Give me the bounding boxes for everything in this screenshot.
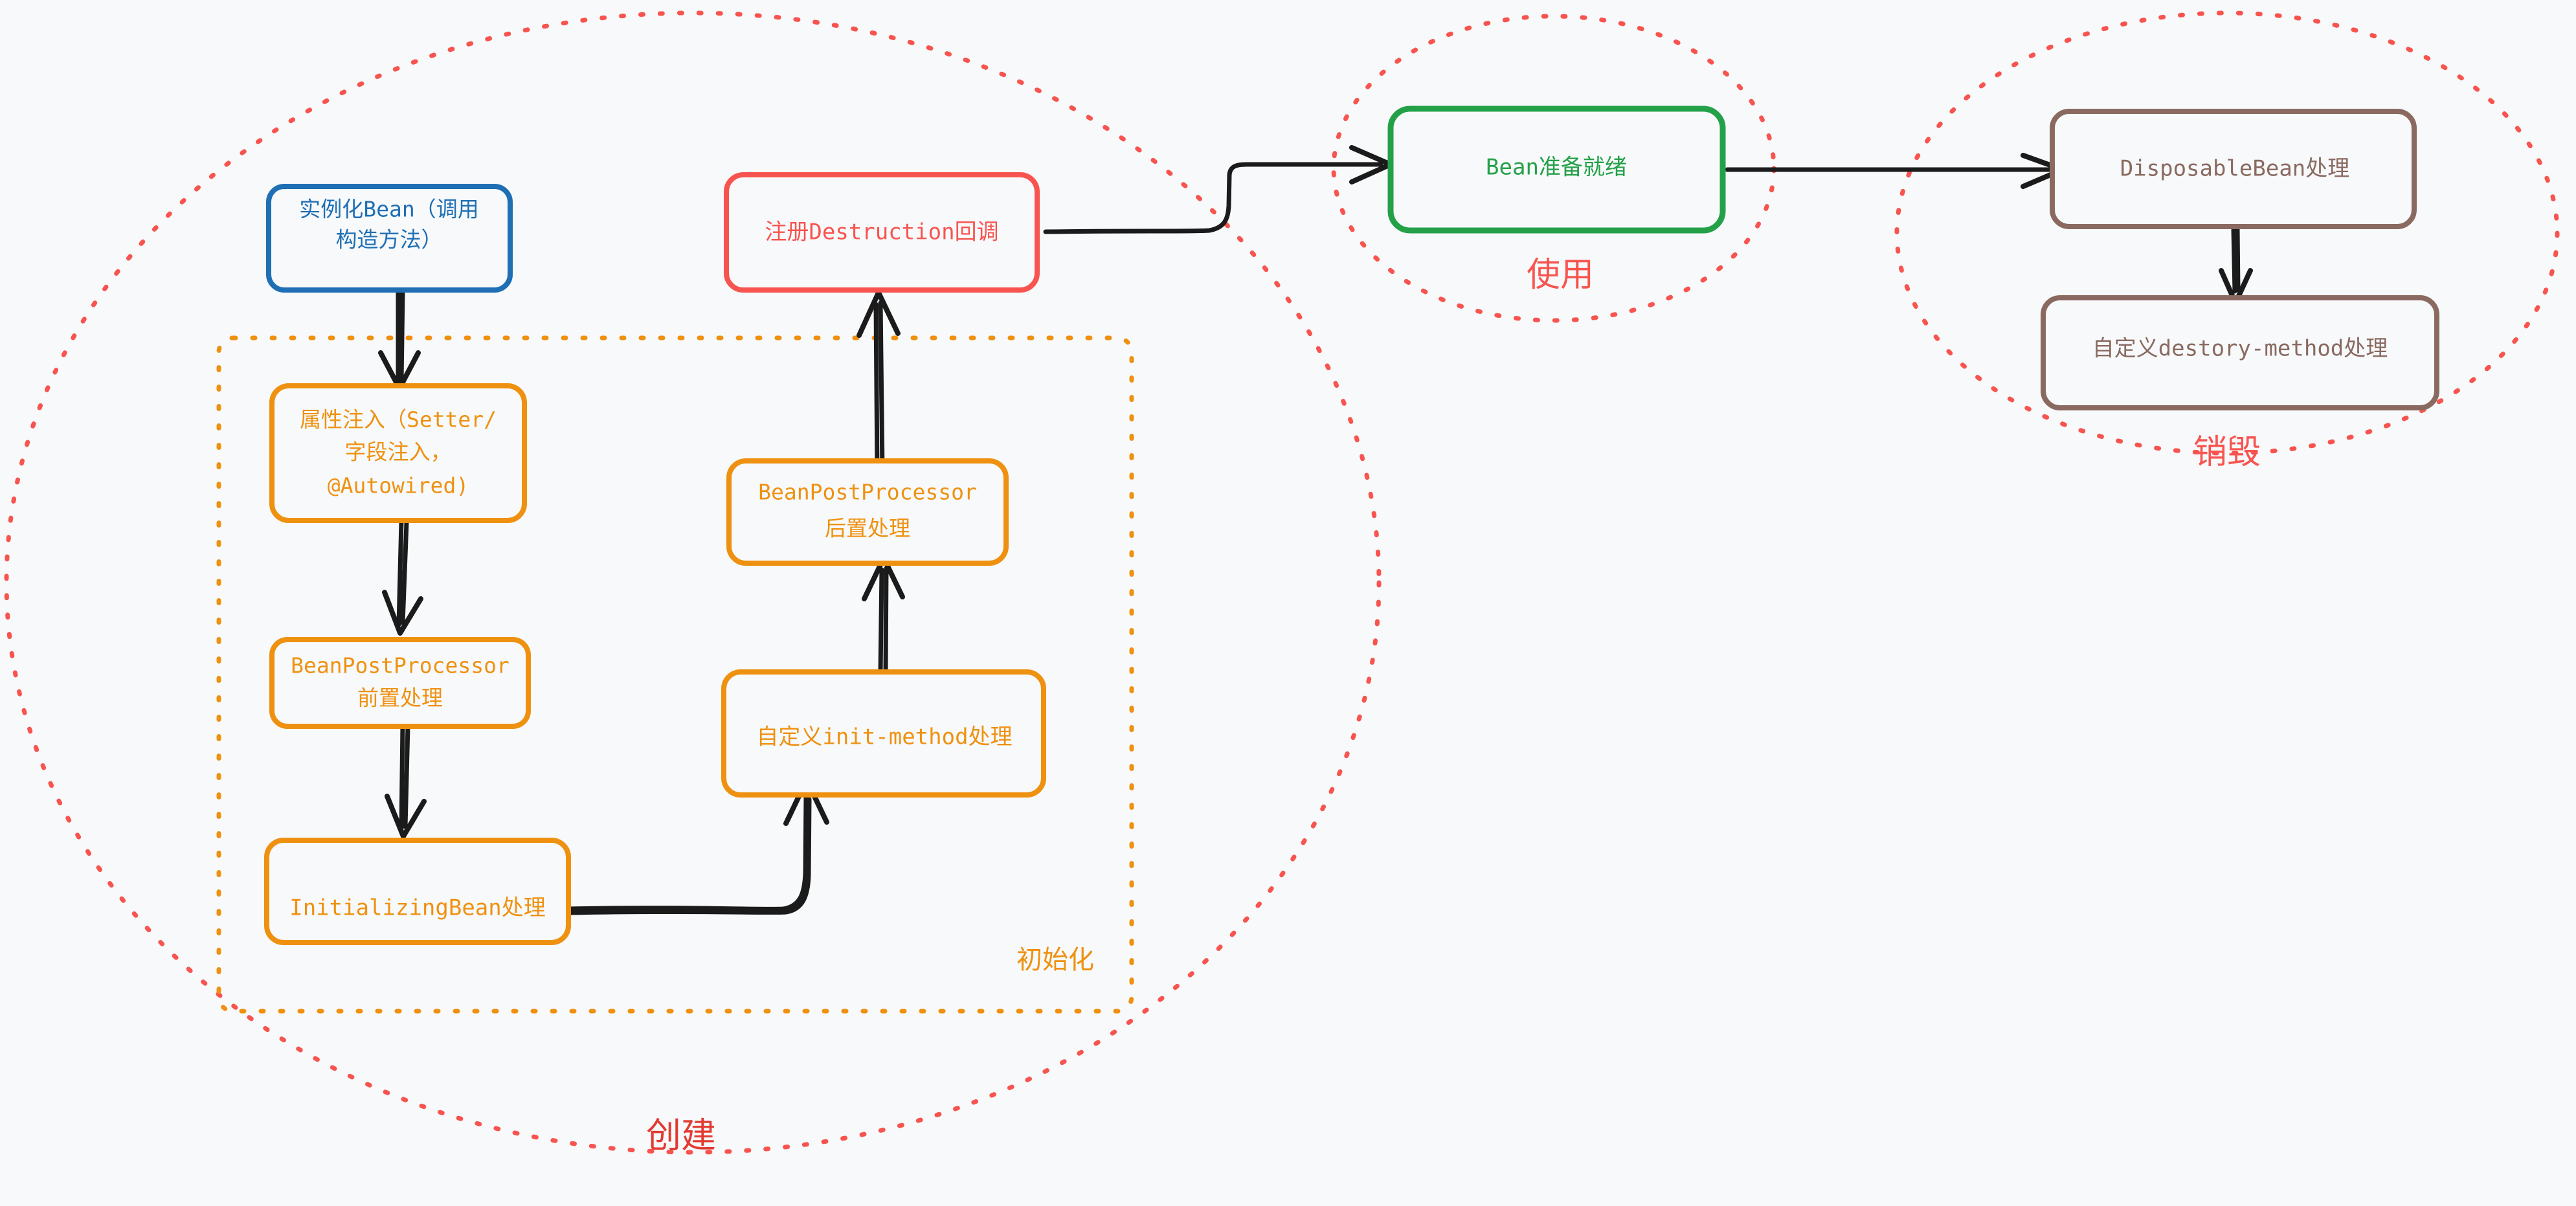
node-disposable-bean[interactable]: DisposableBean处理 bbox=[2050, 109, 2417, 229]
node-disposable-bean-line-0: DisposableBean处理 bbox=[2120, 156, 2350, 182]
edge-bpp-after-to-register-destruction bbox=[857, 290, 901, 475]
edge-bpp-before-to-initializing-bean bbox=[385, 722, 427, 839]
group-label-create: 创建 bbox=[646, 1115, 716, 1156]
group-label-initialize: 初始化 bbox=[1016, 945, 1094, 975]
node-destroy-method[interactable]: 自定义destory-method处理 bbox=[2041, 295, 2439, 410]
node-instantiate-line-0: 实例化Bean（调用 bbox=[299, 197, 478, 222]
node-initializing-bean[interactable]: InitializingBean处理 bbox=[264, 838, 571, 945]
node-bpp-before-line-0: BeanPostProcessor bbox=[291, 653, 510, 678]
node-initializing-bean-line-0: InitializingBean处理 bbox=[289, 895, 546, 921]
node-init-method-line-0: 自定义init-method处理 bbox=[756, 724, 1012, 750]
node-bpp-after[interactable]: BeanPostProcessor 后置处理 bbox=[726, 458, 1009, 566]
node-instantiate-line-1: 构造方法） bbox=[336, 227, 443, 252]
node-property-injection[interactable]: 属性注入（Setter/ 字段注入， @Autowired) bbox=[269, 383, 527, 523]
edge-property-injection-to-bpp-before bbox=[382, 519, 423, 636]
node-instantiate[interactable]: 实例化Bean（调用 构造方法） bbox=[266, 184, 513, 293]
group-label-destroy: 销毁 bbox=[2193, 433, 2261, 472]
node-bpp-before[interactable]: BeanPostProcessor 前置处理 bbox=[269, 637, 531, 729]
node-bpp-after-line-0: BeanPostProcessor bbox=[758, 480, 977, 505]
group-outline-destroy bbox=[1894, 10, 2560, 456]
node-register-destruction-line-0: 注册Destruction回调 bbox=[765, 219, 998, 245]
group-label-use: 使用 bbox=[1527, 256, 1594, 295]
node-bean-ready-line-0: Bean准备就绪 bbox=[1486, 155, 1627, 181]
node-init-method[interactable]: 自定义init-method处理 bbox=[721, 669, 1046, 798]
node-property-injection-line-0: 属性注入（Setter/ bbox=[300, 407, 497, 432]
node-register-destruction[interactable]: 注册Destruction回调 bbox=[724, 172, 1040, 293]
edge-bean-ready-to-disposable-bean bbox=[1725, 153, 2065, 189]
edge-disposable-bean-to-destroy-method bbox=[2219, 226, 2253, 306]
edge-init-method-to-bpp-after bbox=[862, 555, 905, 676]
node-destroy-method-line-0: 自定义destory-method处理 bbox=[2092, 336, 2388, 362]
group-outline-create bbox=[4, 10, 1382, 1155]
edge-instantiate-to-property-injection bbox=[378, 287, 421, 391]
node-property-injection-line-1: 字段注入， bbox=[345, 440, 452, 465]
node-bpp-after-line-1: 后置处理 bbox=[825, 516, 910, 541]
edge-initializing-bean-to-init-method bbox=[565, 777, 829, 915]
node-property-injection-line-2: @Autowired) bbox=[328, 473, 469, 498]
node-bpp-before-line-1: 前置处理 bbox=[357, 686, 443, 711]
node-bean-ready[interactable]: Bean准备就绪 bbox=[1387, 106, 1726, 234]
edge-register-destruction-to-bean-ready bbox=[1043, 145, 1393, 234]
